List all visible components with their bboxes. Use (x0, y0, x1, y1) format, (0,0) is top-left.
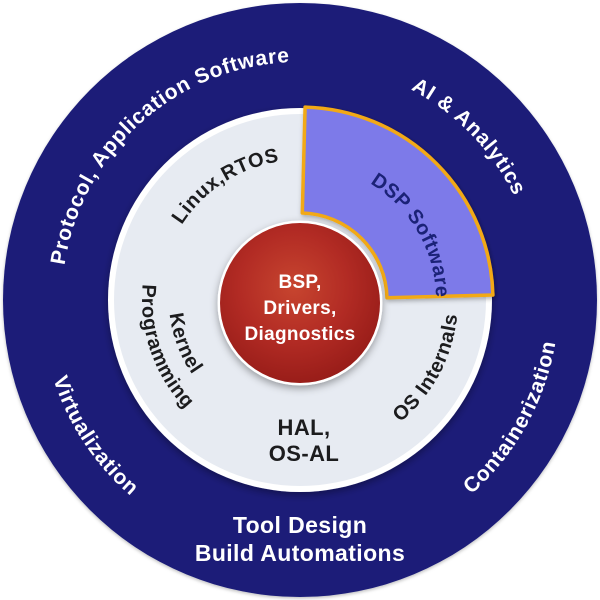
hal-label-line2: OS-AL (269, 441, 339, 466)
center-label-line2: Drivers, (263, 298, 336, 319)
dsp-software-segment (300, 105, 495, 300)
hal-label-line1: HAL, (278, 415, 331, 440)
center-label-line1: BSP, (278, 272, 321, 293)
tool-design-label-line2: Build Automations (195, 540, 405, 566)
center-label-line3: Diagnostics (245, 324, 356, 345)
tool-design-label-line1: Tool Design (233, 512, 367, 538)
center-disc (220, 223, 380, 383)
